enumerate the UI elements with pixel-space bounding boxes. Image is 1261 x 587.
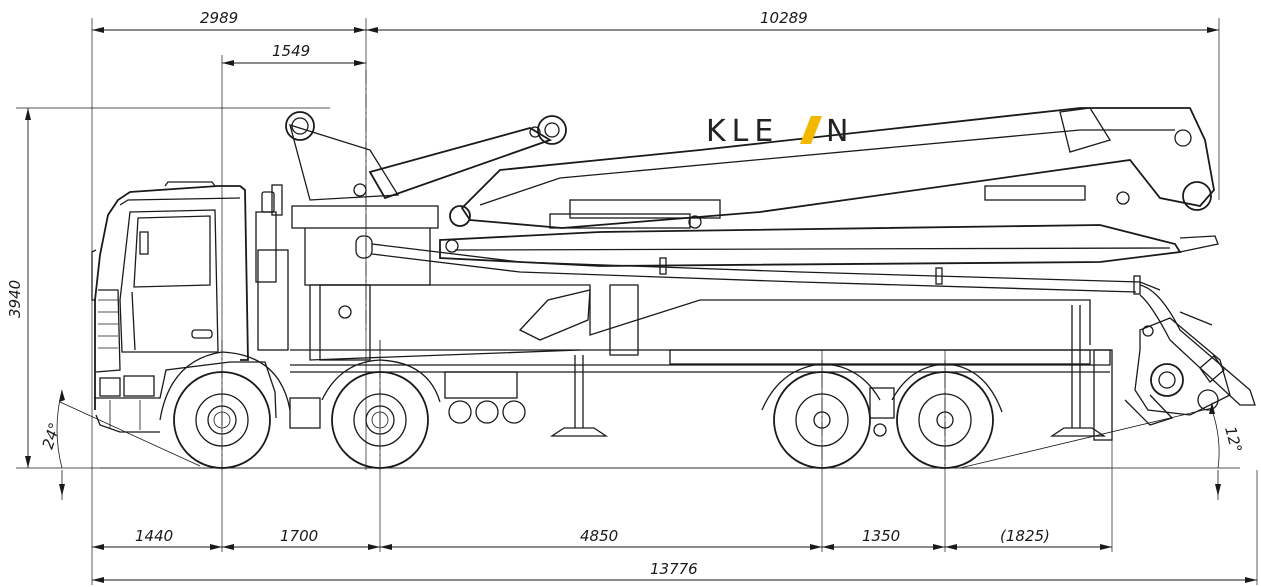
height-dimension: 3940 <box>6 107 1240 469</box>
pump-subframe <box>309 284 1113 441</box>
brand-logo: KLE N <box>706 114 854 149</box>
dim-rear-angle: 12° <box>1221 424 1245 454</box>
dim-overall-length: 13776 <box>650 560 698 578</box>
rear-axle-1-wheel <box>761 363 881 469</box>
rear-axle-2-wheel <box>891 363 1003 469</box>
dim-bottom-1: 1440 <box>135 527 173 545</box>
dim-front-angle: 24° <box>39 420 64 451</box>
front-axle-2-wheel <box>321 359 441 469</box>
dim-bottom-3: 4850 <box>580 527 618 545</box>
rear-pump-unit <box>1124 317 1231 426</box>
dim-bottom-5: (1825) <box>1000 527 1050 545</box>
dim-bottom-4: 1350 <box>862 527 900 545</box>
dim-bottom-2: 1700 <box>280 527 318 545</box>
dim-top-boom: 10289 <box>760 9 808 27</box>
logo-accent-slash <box>800 116 822 144</box>
boom-turret <box>285 111 439 286</box>
placing-boom <box>368 107 1256 406</box>
dim-height: 3940 <box>6 280 24 318</box>
chassis-frame <box>289 349 1111 437</box>
approach-angles: 24° 12° <box>39 389 1245 500</box>
dim-top-inner: 1549 <box>272 42 310 60</box>
axle-centerlines <box>221 70 946 470</box>
bottom-dimensions: 1440 1700 4850 1350 (1825) 13776 <box>91 340 1258 585</box>
front-axle-1-wheel <box>159 351 291 469</box>
truck-cab <box>91 181 289 433</box>
logo-text-right: N <box>826 114 854 149</box>
logo-text-left: KLE <box>706 114 779 149</box>
top-dimensions: 2989 10289 1549 <box>91 9 1220 470</box>
dim-top-front: 2989 <box>200 9 238 27</box>
